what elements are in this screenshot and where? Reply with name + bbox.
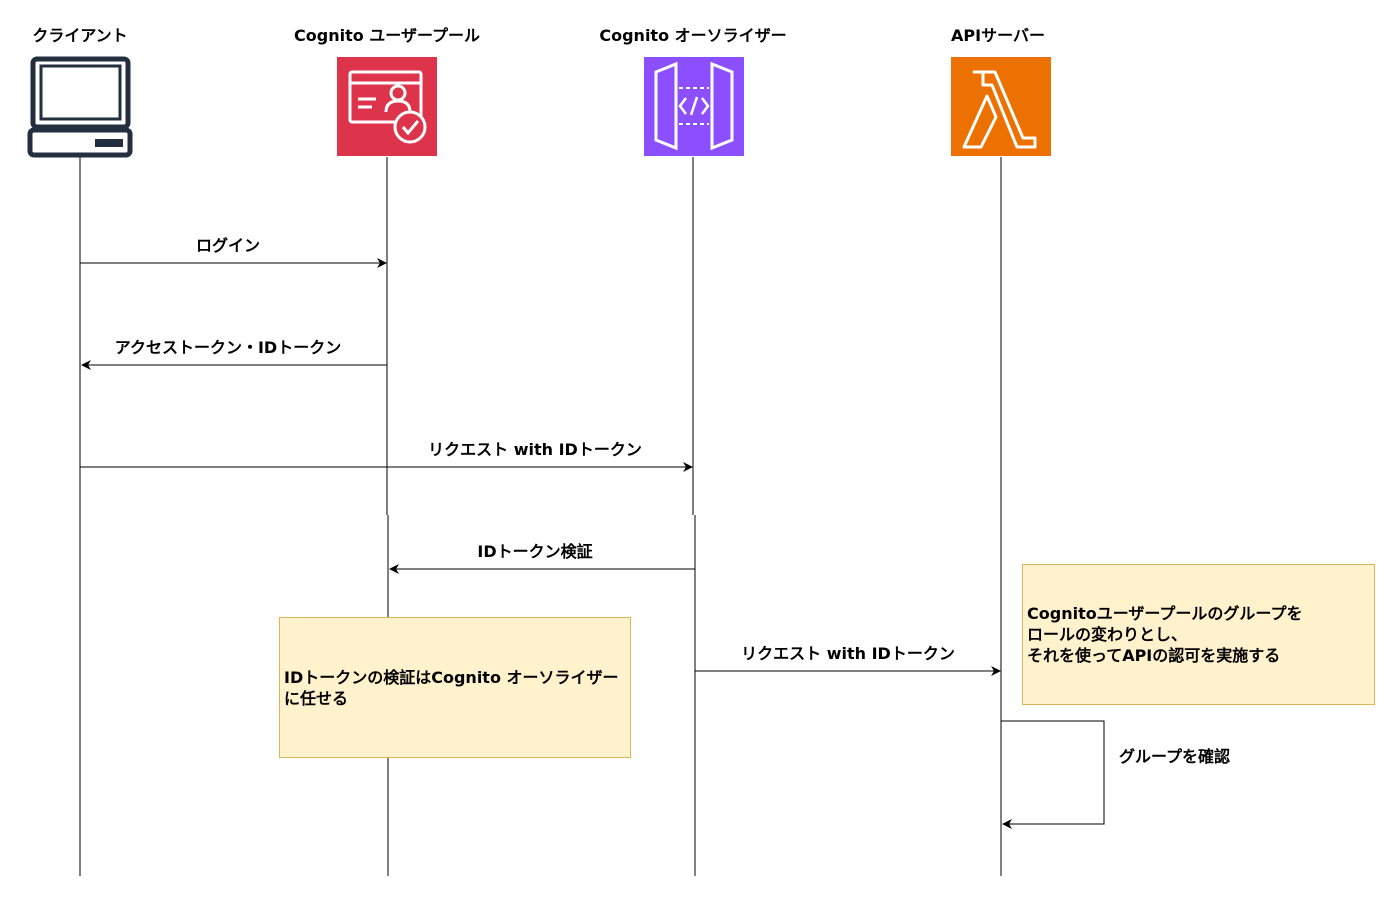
note-verify: IDトークンの検証はCognito オーソライザーに任せる (279, 617, 631, 758)
lambda-icon (951, 57, 1051, 156)
message-label-check-group: グループを確認 (1119, 747, 1231, 766)
arrow-check-group (1001, 720, 1105, 829)
lifeline-userpool (386, 157, 389, 876)
message-label-verify: IDトークン検証 (477, 542, 593, 561)
note-group: Cognitoユーザープールのグループを ロールの変わりとし、 それを使ってAP… (1022, 564, 1375, 705)
message-label-login: ログイン (195, 236, 260, 255)
message-label-tokens: アクセストークン・IDトークン (114, 338, 342, 357)
actor-label-client: クライアント (32, 26, 128, 45)
cognito-user-pool-icon (337, 57, 437, 156)
actor-label-authorizer: Cognito オーソライザー (599, 26, 787, 45)
message-label-request-api: リクエスト with IDトークン (741, 644, 955, 663)
api-gateway-icon (644, 57, 744, 156)
laptop-icon (27, 56, 133, 158)
message-label-request-authorizer: リクエスト with IDトークン (428, 440, 642, 459)
actor-label-userpool: Cognito ユーザープール (294, 26, 480, 45)
actor-label-api: APIサーバー (951, 26, 1045, 45)
lifeline-authorizer (692, 157, 696, 876)
